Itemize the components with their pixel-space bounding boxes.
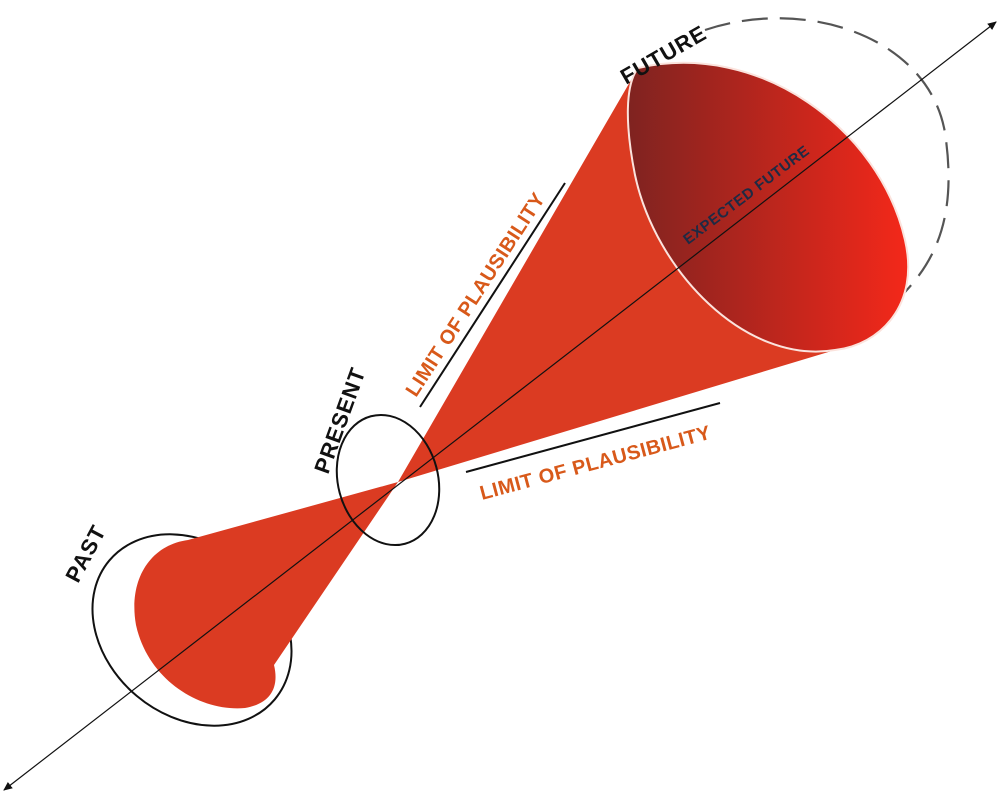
upper-limit-line (419, 182, 566, 408)
time-axis-arrow (3, 21, 997, 791)
lower-limit-line (465, 402, 721, 473)
